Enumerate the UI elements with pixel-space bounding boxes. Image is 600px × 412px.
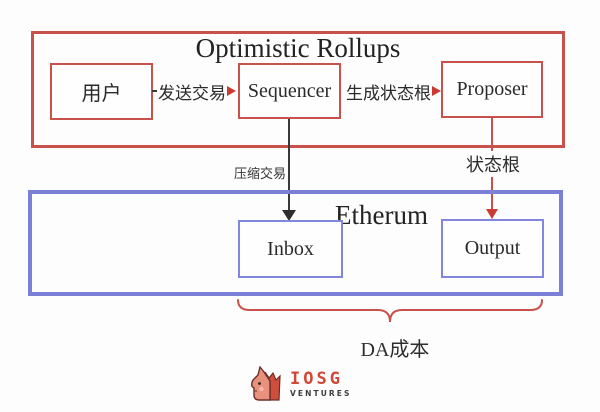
node-sequencer: Sequencer — [238, 63, 341, 119]
logo-subtitle: VENTURES — [290, 388, 352, 398]
iosg-ventures-logo: IOSG VENTURES — [247, 366, 352, 402]
logo-text: IOSG VENTURES — [290, 368, 352, 398]
arrow-right-icon — [432, 86, 441, 96]
node-proposer-label: Proposer — [456, 78, 528, 100]
edge-generate-state-root: 生成状态根 — [342, 80, 441, 103]
node-user: 用户 — [50, 63, 153, 120]
optimistic-rollups-title: Optimistic Rollups — [195, 33, 401, 63]
edge-line — [152, 90, 157, 92]
node-output: Output — [441, 219, 544, 278]
node-inbox: Inbox — [238, 220, 343, 278]
edge-send-transaction-label: 发送交易 — [158, 83, 226, 103]
node-proposer: Proposer — [441, 61, 543, 118]
ethereum-container — [28, 190, 563, 296]
da-cost-brace — [237, 299, 543, 323]
da-cost-label: DA成本 — [360, 339, 430, 361]
optimistic-rollups-container — [31, 31, 565, 148]
edge-compressed-tx-label: 压缩交易 — [234, 163, 286, 182]
edge-compressed-tx-line — [288, 119, 290, 212]
edge-send-transaction: 发送交易 — [152, 80, 238, 103]
logo-name: IOSG — [290, 368, 343, 389]
arrow-down-icon — [486, 209, 498, 219]
iosg-mascot-icon — [251, 366, 281, 401]
node-user-label: 用户 — [81, 83, 122, 105]
ethereum-title: Etherum — [335, 200, 428, 230]
arrow-down-icon — [282, 210, 296, 221]
arrow-right-icon — [227, 86, 236, 96]
node-sequencer-label: Sequencer — [247, 79, 332, 102]
edge-state-root-label: 状态根 — [460, 151, 526, 177]
node-output-label: Output — [464, 237, 521, 259]
edge-generate-state-root-label: 生成状态根 — [346, 83, 431, 103]
node-inbox-label: Inbox — [267, 237, 314, 260]
